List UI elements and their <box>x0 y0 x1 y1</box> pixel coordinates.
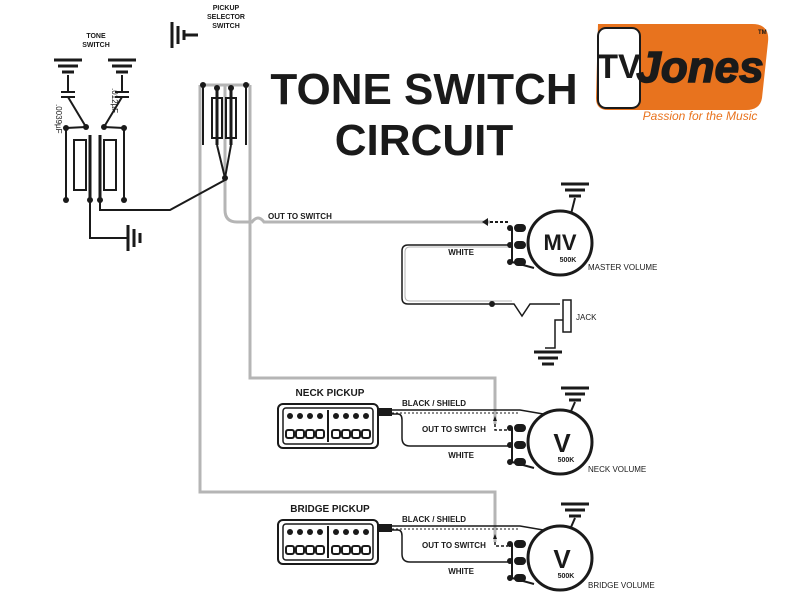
ground-symbol-icon <box>106 58 138 74</box>
switch-icon <box>65 126 125 200</box>
ground-symbol-icon <box>532 350 564 366</box>
ground-symbol-icon <box>52 58 84 74</box>
neck-white-label: WHITE <box>448 451 474 460</box>
out-to-switch-wire-master <box>223 85 490 224</box>
title-line-2: CIRCUIT <box>335 116 514 165</box>
logo-wordmark: Jones <box>636 43 763 92</box>
selector-label-2: SELECTOR <box>207 14 245 21</box>
output-jack-icon: JACK <box>532 299 597 366</box>
potentiometer-icon: V 500K <box>526 408 594 476</box>
out-to-switch-label-master: OUT TO SWITCH <box>268 212 332 221</box>
bridge-pot-letter: V <box>553 544 571 574</box>
master-volume: OUT TO SWITCH MV 500K WHITE MASTER VOLUM… <box>268 182 657 318</box>
potentiometer-icon: MV 500K <box>526 209 594 277</box>
white-label-master: WHITE <box>448 248 474 257</box>
neck-pickup-section: NECK PICKUP BLACK / SHIELD OUT TO SWITCH… <box>277 386 646 476</box>
tone-switch-label-2: SWITCH <box>82 42 110 49</box>
neck-pot-letter: V <box>553 428 571 458</box>
bridge-out-to-switch-label: OUT TO SWITCH <box>422 541 486 550</box>
ground-symbol-icon <box>126 223 142 253</box>
neck-pickup-label: NECK PICKUP <box>296 388 365 399</box>
cap-value-1: .0039µF <box>54 104 63 134</box>
ground-symbol-icon <box>559 182 591 198</box>
selector-label-1: PICKUP <box>213 5 240 12</box>
potentiometer-icon: V 500K <box>526 524 594 592</box>
bridge-pickup-label: BRIDGE PICKUP <box>290 504 370 515</box>
bridge-black-shield-label: BLACK / SHIELD <box>402 515 466 524</box>
selector-label-3: SWITCH <box>212 23 240 30</box>
ground-symbol-icon <box>559 386 591 402</box>
cap-value-2: .012µF <box>110 88 119 113</box>
bridge-pickup-section: BRIDGE PICKUP BLACK / SHIELD OUT TO SWIT… <box>277 502 655 592</box>
neck-out-to-switch-label: OUT TO SWITCH <box>422 425 486 434</box>
bridge-pot-value: 500K <box>558 573 575 580</box>
tone-switch-label-1: TONE <box>86 33 106 40</box>
master-volume-label: MASTER VOLUME <box>588 263 657 272</box>
logo-trademark: TM <box>758 30 767 36</box>
tone-switch: TONE SWITCH .0039µF .012µF <box>52 33 226 253</box>
jones-logo-icon: TV Jones TM Passion for the Music <box>596 24 769 123</box>
neck-pot-value: 500K <box>558 457 575 464</box>
out-to-switch-wire-neck <box>248 85 497 424</box>
pickup-selector-switch: PICKUP SELECTOR SWITCH <box>170 5 249 181</box>
capacitor-icon <box>61 75 87 128</box>
title-line-1: TONE SWITCH <box>270 65 577 114</box>
master-pot-letters: MV <box>544 230 577 255</box>
humbucker-pickup-icon <box>277 519 392 565</box>
gray-wires <box>198 83 497 542</box>
neck-black-shield-label: BLACK / SHIELD <box>402 399 466 408</box>
bridge-white-label: WHITE <box>448 567 474 576</box>
master-pot-value: 500K <box>560 257 577 264</box>
ground-symbol-icon <box>559 502 591 518</box>
ground-symbol-icon <box>170 22 198 48</box>
capacitor-icon <box>103 75 129 128</box>
humbucker-pickup-icon <box>277 403 392 449</box>
logo-monogram: TV <box>597 48 641 86</box>
switch-icon <box>202 85 247 179</box>
bridge-volume-label: BRIDGE VOLUME <box>588 581 655 590</box>
page-title: TONE SWITCH CIRCUIT <box>270 65 577 165</box>
out-to-switch-wire-bridge <box>198 85 497 542</box>
logo-tagline: Passion for the Music <box>643 109 758 123</box>
jack-label: JACK <box>576 313 597 322</box>
neck-volume-label: NECK VOLUME <box>588 465 646 474</box>
